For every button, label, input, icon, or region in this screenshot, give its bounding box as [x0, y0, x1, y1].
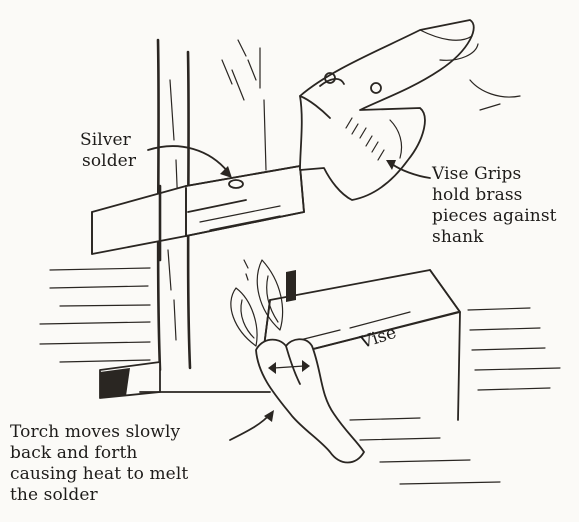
vise-grips-label: Vise Grips hold brass pieces against sha… — [432, 164, 557, 248]
brass-pieces — [92, 166, 304, 260]
torch-label: Torch moves slowly back and forth causin… — [10, 422, 188, 506]
silver-solder-label: Silver solder — [80, 130, 136, 172]
